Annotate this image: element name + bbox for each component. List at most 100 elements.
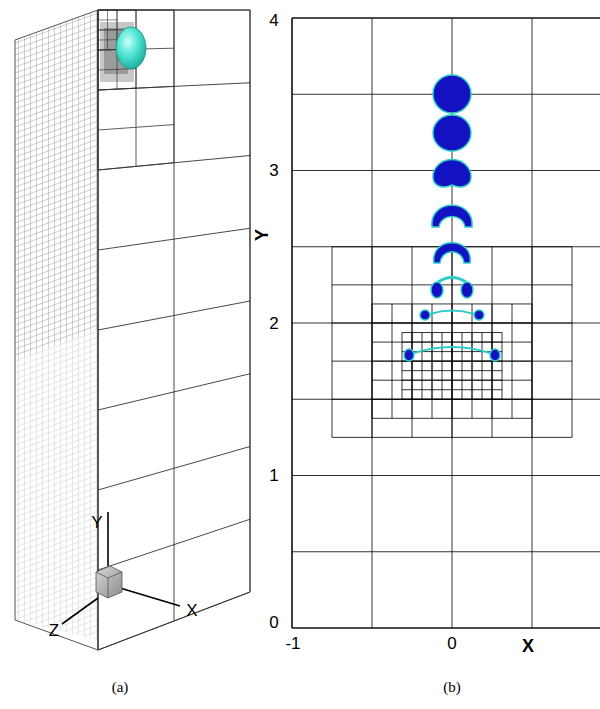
- mesh-line: [452, 333, 453, 400]
- mesh-line: [402, 399, 502, 400]
- tick-label: -1: [285, 635, 300, 652]
- mesh-line: [292, 18, 293, 628]
- bubble-3d: [116, 27, 146, 69]
- mesh-line: [412, 333, 413, 400]
- bubble-shape: [431, 282, 443, 298]
- mesh-line: [292, 475, 600, 476]
- mesh-line: [402, 380, 502, 381]
- mesh-line: [482, 333, 483, 400]
- mesh-line: [98, 592, 250, 650]
- panel-caption: (a): [112, 680, 129, 695]
- mesh-line: [422, 333, 423, 400]
- mesh-line: [332, 247, 333, 438]
- bubble-shape: [490, 349, 500, 361]
- mesh-line: [492, 333, 493, 400]
- mesh-line: [292, 628, 600, 629]
- bubble-shape: [404, 349, 414, 361]
- mesh-line: [292, 399, 600, 400]
- bubble-shape: [433, 160, 471, 187]
- mesh-line: [462, 333, 463, 400]
- bubble-shape: [430, 311, 474, 315]
- mesh-line: [332, 399, 572, 400]
- axis-line: [120, 588, 180, 606]
- mesh-line: [402, 361, 502, 362]
- axis-title: Y: [253, 229, 271, 241]
- axis-line: [62, 598, 98, 624]
- mesh-line: [98, 88, 136, 90]
- mesh-line: [372, 303, 532, 304]
- mesh-line: [472, 333, 473, 400]
- bubble-sequence: [404, 75, 500, 361]
- mesh-line: [292, 551, 600, 552]
- axis-line: [107, 512, 109, 566]
- mesh-line: [292, 323, 600, 324]
- mesh-line: [372, 323, 532, 324]
- bubble-shape: [433, 115, 471, 151]
- mesh-line: [98, 49, 117, 50]
- mesh-line: [98, 228, 250, 250]
- mesh-face-fine: [15, 10, 98, 360]
- mesh-line: [372, 361, 532, 362]
- bubble-shape: [432, 205, 472, 227]
- axis-cube: [96, 566, 122, 598]
- mesh-line: [572, 247, 573, 438]
- mesh-line: [402, 370, 502, 371]
- tick-label: 4: [269, 12, 278, 29]
- mesh-line: [292, 18, 600, 19]
- mesh-line: [372, 399, 532, 400]
- tick-label: 3: [269, 162, 278, 179]
- axis-cube: [108, 578, 109, 598]
- mesh-face-outline: [98, 10, 250, 650]
- mesh-line: [372, 342, 532, 343]
- tick-label: 0: [269, 614, 278, 631]
- mesh-line: [98, 10, 250, 11]
- tick-label: 2: [269, 315, 278, 332]
- mesh-line: [332, 361, 572, 362]
- mesh-line: [402, 389, 502, 390]
- coarse-mesh: [98, 10, 250, 650]
- bubble-shape: [474, 310, 484, 320]
- plot-frame: [291, 18, 292, 628]
- bubble-shape: [434, 243, 471, 263]
- tick-label: 1: [269, 467, 278, 484]
- axis-cube: [96, 572, 122, 578]
- bubble-shape: [420, 310, 430, 320]
- mesh-line: [402, 333, 403, 400]
- mesh-line: [98, 447, 250, 491]
- mesh-line: [442, 333, 443, 400]
- plot-frame: [292, 17, 600, 18]
- mesh-face-light: [15, 330, 98, 640]
- mesh-line: [98, 301, 250, 330]
- mesh-line: [402, 332, 502, 333]
- mesh-line: [432, 333, 433, 400]
- bubble-shape: [414, 347, 490, 353]
- bubble-shape: [438, 278, 466, 283]
- mesh-line: [332, 284, 572, 285]
- bubble-shape: [433, 75, 471, 113]
- mesh-line: [372, 418, 532, 419]
- plot-frame: [292, 627, 600, 628]
- mesh-face-outline: [15, 10, 98, 650]
- mesh-line: [98, 125, 174, 130]
- tick-label: 0: [447, 635, 456, 652]
- mesh-line: [372, 380, 532, 381]
- bubble-shape: [461, 282, 473, 298]
- mesh-line: [98, 29, 117, 30]
- mesh-line: [332, 437, 572, 438]
- mesh-line: [98, 19, 117, 20]
- mesh-line: [502, 333, 503, 400]
- axis-label: Z: [49, 622, 59, 639]
- axis-title: X: [522, 637, 534, 655]
- amr-mesh: [292, 18, 600, 628]
- mesh-line: [98, 519, 250, 570]
- panel-caption: (b): [443, 680, 461, 695]
- mesh-line: [402, 342, 502, 343]
- axis-label: Y: [91, 514, 102, 531]
- mesh-line: [98, 163, 174, 170]
- mesh-line: [332, 323, 572, 324]
- mesh-line: [98, 10, 117, 11]
- mesh-line: [98, 374, 250, 410]
- axis-label: X: [186, 602, 197, 619]
- mesh-line: [98, 39, 117, 40]
